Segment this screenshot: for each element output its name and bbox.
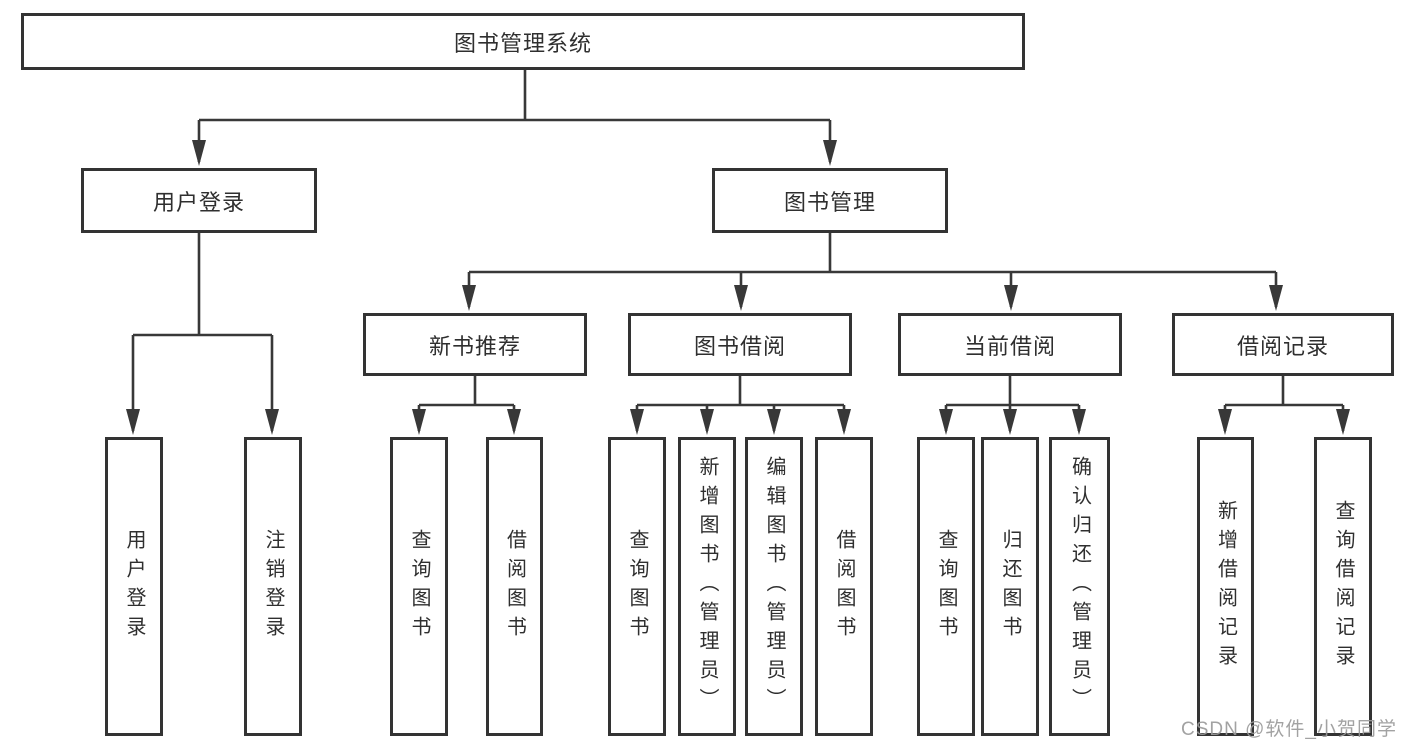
node-label: 查询图书 — [408, 528, 430, 645]
leaf-add-books-admin: 新增图书（管理员） — [678, 437, 736, 736]
node-label: 用户登录 — [152, 189, 245, 215]
node-label: 查询图书 — [626, 528, 648, 645]
node-label: 注销登录 — [262, 528, 284, 645]
node-label: 确认归还（管理员） — [1068, 456, 1091, 717]
leaf-return-books: 归还图书 — [981, 437, 1039, 736]
node-user-login: 用户登录 — [81, 168, 317, 233]
leaf-edit-books-admin: 编辑图书（管理员） — [745, 437, 803, 736]
node-borrowing-records: 借阅记录 — [1172, 313, 1394, 376]
node-label: 新增借阅记录 — [1214, 499, 1237, 674]
leaf-confirm-return-admin: 确认归还（管理员） — [1049, 437, 1110, 736]
node-label: 查询借阅记录 — [1332, 499, 1354, 674]
csdn-watermark: CSDN @软件_小贺同学 — [1181, 719, 1397, 740]
leaf-query-books-borrowing: 查询图书 — [608, 437, 666, 736]
node-label: 归还图书 — [999, 528, 1021, 645]
leaf-logout: 注销登录 — [244, 437, 302, 736]
node-label: 图书借阅 — [693, 333, 786, 359]
node-label: 图书管理系统 — [453, 30, 592, 56]
node-label: 借阅图书 — [503, 528, 526, 645]
node-book-borrowing: 图书借阅 — [628, 313, 852, 376]
leaf-query-books-recommend: 查询图书 — [390, 437, 448, 736]
node-root: 图书管理系统 — [21, 13, 1025, 70]
node-label: 新增图书（管理员） — [696, 456, 718, 717]
leaf-borrow-books: 借阅图书 — [815, 437, 873, 736]
leaf-borrow-books-recommend: 借阅图书 — [486, 437, 543, 736]
node-label: 当前借阅 — [963, 333, 1056, 359]
leaf-query-borrow-record: 查询借阅记录 — [1314, 437, 1372, 736]
node-label: 用户登录 — [123, 528, 145, 645]
node-label: 查询图书 — [935, 528, 957, 645]
leaf-query-books-current: 查询图书 — [917, 437, 975, 736]
leaf-user-login: 用户登录 — [105, 437, 163, 736]
node-label: 借阅记录 — [1236, 333, 1329, 359]
node-new-book-recommend: 新书推荐 — [363, 313, 587, 376]
node-label: 图书管理 — [783, 189, 876, 215]
node-label: 编辑图书（管理员） — [763, 456, 785, 717]
node-label: 新书推荐 — [428, 333, 521, 359]
node-book-management: 图书管理 — [712, 168, 948, 233]
node-label: 借阅图书 — [833, 528, 855, 645]
leaf-add-borrow-record: 新增借阅记录 — [1197, 437, 1254, 736]
node-current-borrowing: 当前借阅 — [898, 313, 1122, 376]
